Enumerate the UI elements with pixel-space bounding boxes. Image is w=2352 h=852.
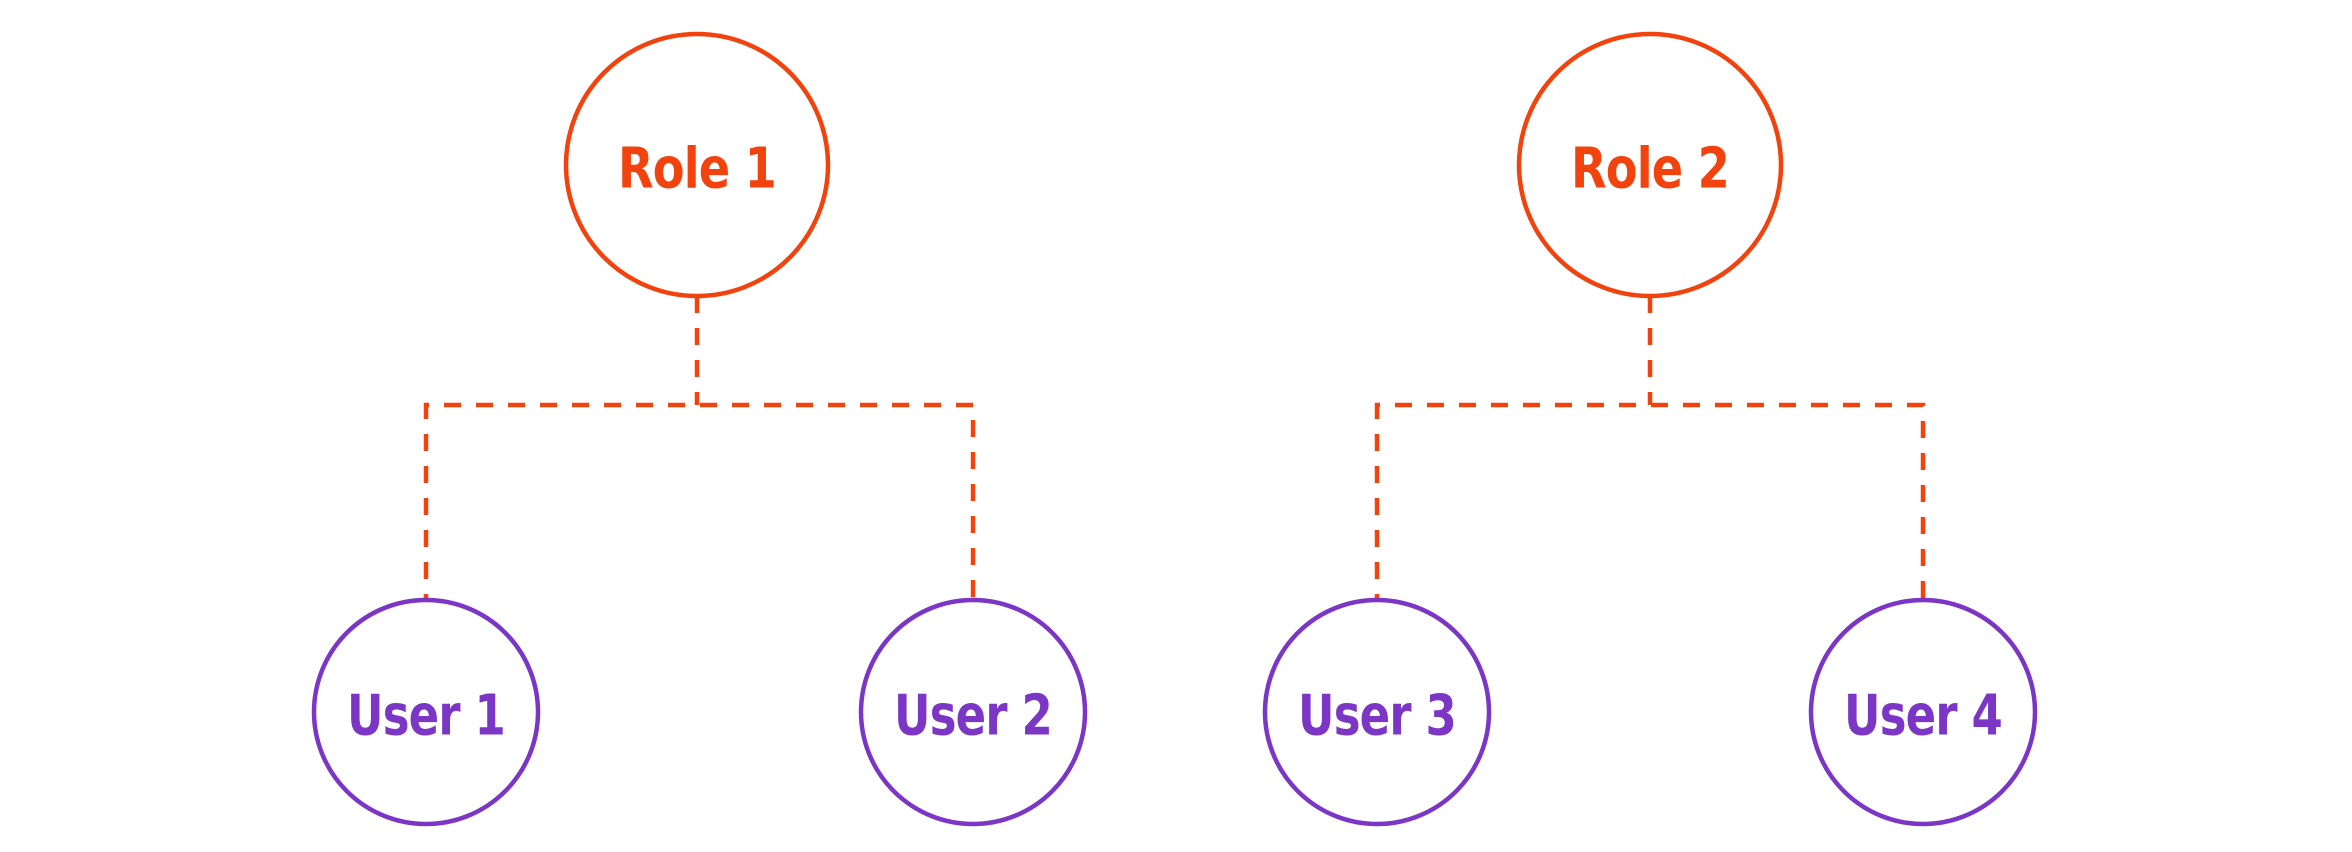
- user-4-node: User 4: [1808, 597, 2038, 827]
- user-3-label: User 3: [1298, 684, 1456, 749]
- user-1-circle: [311, 597, 541, 827]
- user-4-label: User 4: [1844, 684, 2002, 749]
- user-4-circle: [1808, 597, 2038, 827]
- user-1-node: User 1: [311, 597, 541, 827]
- user-2-node: User 2: [858, 597, 1088, 827]
- user-2-label: User 2: [894, 684, 1052, 749]
- user-1-label: User 1: [347, 684, 505, 749]
- role-2-label: Role 2: [1571, 137, 1729, 202]
- user-3-node: User 3: [1262, 597, 1492, 827]
- role-2-branch-connector: [1374, 402, 1926, 600]
- user-2-circle: [858, 597, 1088, 827]
- user-3-circle: [1262, 597, 1492, 827]
- role-2-circle: [1516, 31, 1784, 299]
- role-2-node: Role 2: [1516, 31, 1784, 299]
- role-1-circle: [563, 31, 831, 299]
- role-1-node: Role 1: [563, 31, 831, 299]
- role-1-label: Role 1: [618, 137, 776, 202]
- role-1-branch-connector: [423, 402, 976, 600]
